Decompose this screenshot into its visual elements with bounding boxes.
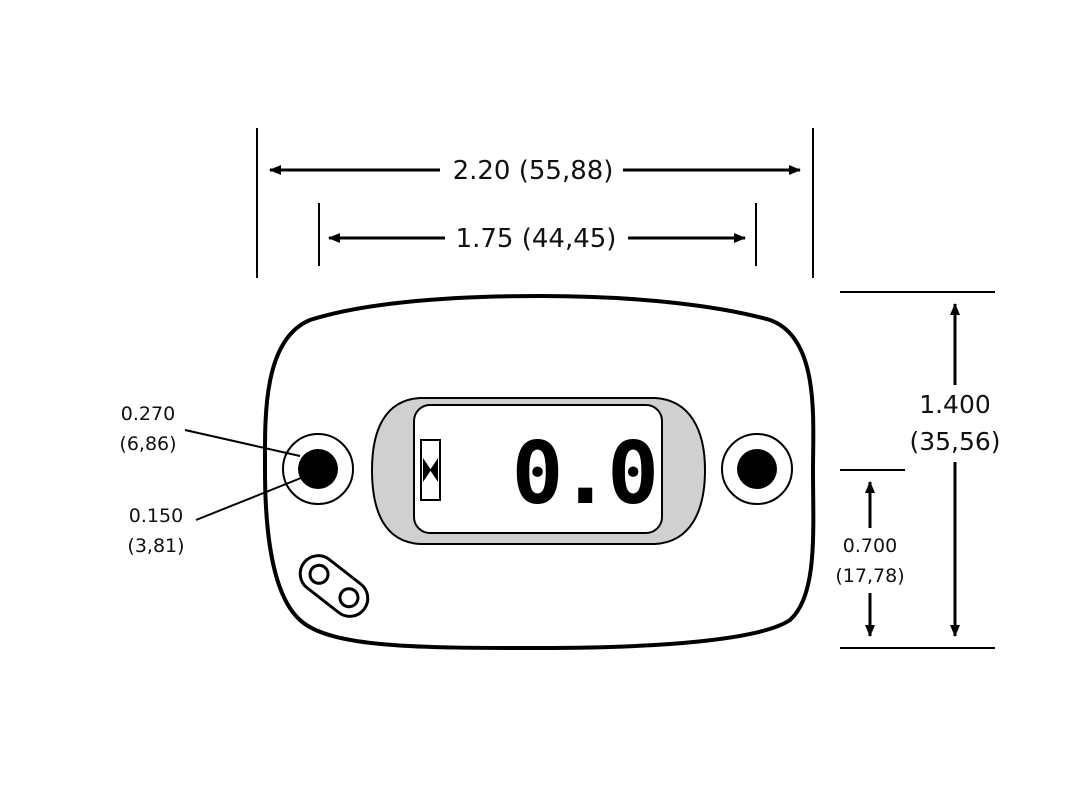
outer-ring-callout: 0.270 (6,86)	[119, 403, 301, 457]
inner-hole-label-inch: 0.150	[129, 505, 183, 527]
outer-ring-label-mm: (6,86)	[119, 433, 176, 455]
left-mounting-hole	[282, 433, 354, 505]
hourglass-icon	[420, 439, 441, 501]
hole-spacing-label: 1.75 (44,45)	[456, 224, 617, 254]
hole-height-label-inch: 0.700	[843, 535, 897, 557]
inner-hole	[737, 449, 777, 489]
right-mounting-hole	[721, 433, 793, 505]
lcd-reading: 0.0	[512, 424, 655, 524]
hole-height-dimension: 0.700 (17,78)	[835, 469, 905, 637]
overall-width-label: 2.20 (55,88)	[453, 156, 614, 186]
outer-ring-label-inch: 0.270	[121, 403, 175, 425]
overall-height-label-mm: (35,56)	[909, 427, 1000, 456]
overall-height-label-inch: 1.400	[919, 390, 991, 419]
inner-hole	[298, 449, 338, 489]
overall-width-dimension: 2.20 (55,88)	[256, 128, 814, 278]
lcd-screen	[413, 404, 663, 534]
hole-spacing-dimension: 1.75 (44,45)	[318, 203, 757, 266]
leader-line	[195, 475, 307, 521]
inner-hole-label-mm: (3,81)	[127, 535, 184, 557]
leader-line	[184, 429, 301, 457]
wire-grommet	[298, 554, 370, 618]
inner-hole-callout: 0.150 (3,81)	[127, 475, 307, 557]
overall-height-dimension: 1.400 (35,56)	[840, 291, 1001, 649]
hole-height-label-mm: (17,78)	[835, 565, 904, 587]
